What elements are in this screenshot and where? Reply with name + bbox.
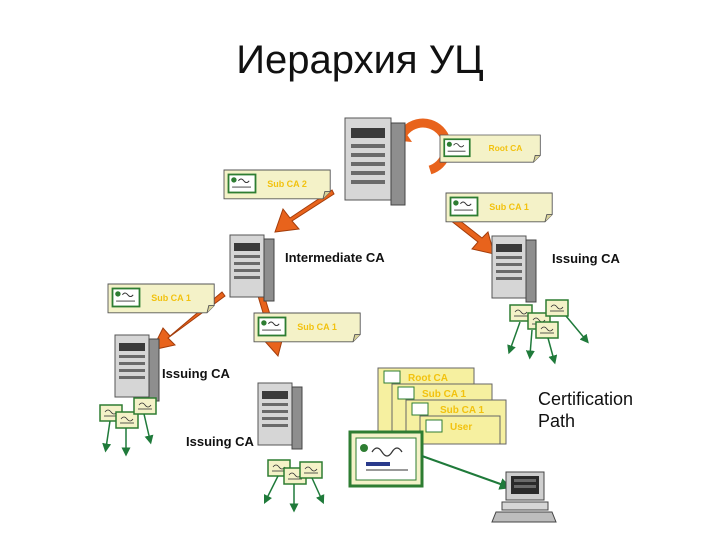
certification-path-label: Certification Path [538,389,634,431]
path-item-root-label: Root CA [408,373,448,384]
intermediate-ca-label: Intermediate CA [285,250,385,265]
certificate-icon [299,461,323,479]
certificate-icon [535,321,559,339]
path-item-user-label: User [450,422,472,433]
arrow-root-to-intermediate [274,189,335,233]
page-title: Иерархия УЦ [236,38,484,82]
cert-sub-ca-1-left: Sub CA 1 [107,283,216,314]
issuing-ca-right-server-icon [491,235,537,303]
cert-sub-ca-1-top-label: Sub CA 1 [489,202,529,212]
leaf-certs-left [99,397,157,457]
path-item-sub2-label: Sub CA 1 [440,405,485,416]
issuing-ca-bottom-server-icon [257,382,303,450]
root-ca-server-icon [344,117,406,206]
workstation-icon [491,471,557,523]
intermediate-ca-server-icon [229,234,275,302]
cert-sub-ca-1-mid: Sub CA 1 [253,312,362,343]
cert-sub-ca-2-label: Sub CA 2 [267,179,307,189]
cert-sub-ca-1-top: Sub CA 1 [445,192,554,223]
cert-root-ca-label: Root CA [488,143,522,153]
path-item-root: Root CA [383,370,448,384]
user-certificate-icon [348,430,424,488]
path-item-sub1: Sub CA 1 [397,386,467,400]
leaf-certs-right [507,299,589,365]
issuing-ca-bottom-label: Issuing CA [186,434,255,449]
cert-root-ca: Root CA [439,134,542,164]
path-item-user: User [425,419,472,433]
path-item-sub1-label: Sub CA 1 [422,389,467,400]
path-item-sub2: Sub CA 1 [411,402,485,416]
leaf-certs-bottom [263,459,325,513]
issuing-ca-left-server-icon [114,334,160,402]
issuing-ca-right-label: Issuing CA [552,251,621,266]
certificate-icon [133,397,157,415]
cert-sub-ca-1-mid-label: Sub CA 1 [297,322,337,332]
certificate-icon [545,299,569,317]
issuing-ca-left-label: Issuing CA [162,366,231,381]
cert-sub-ca-1-left-label: Sub CA 1 [151,293,191,303]
cert-sub-ca-2: Sub CA 2 [223,169,332,200]
arrow-to-workstation [421,455,512,490]
